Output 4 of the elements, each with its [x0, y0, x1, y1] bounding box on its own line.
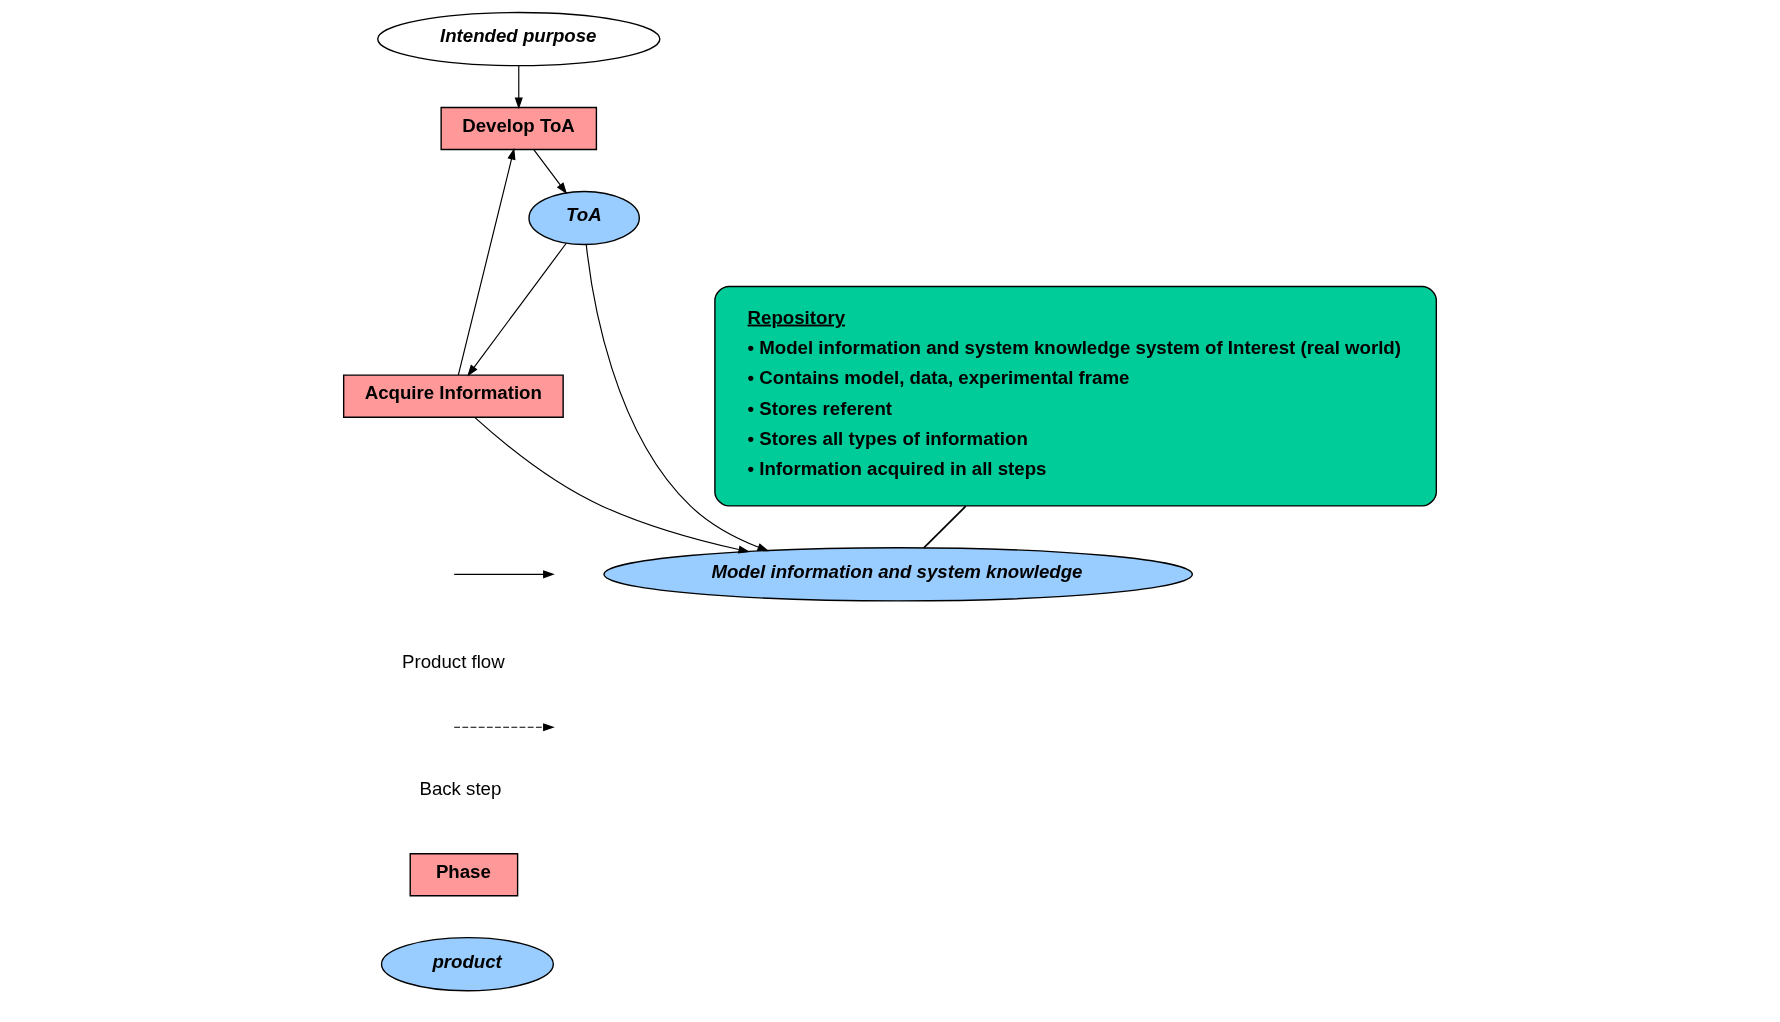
legend-label: product	[432, 950, 502, 972]
legend-label: Phase	[435, 861, 491, 883]
legend-label: Back step	[419, 778, 502, 800]
legend-label: Product flow	[402, 651, 505, 673]
